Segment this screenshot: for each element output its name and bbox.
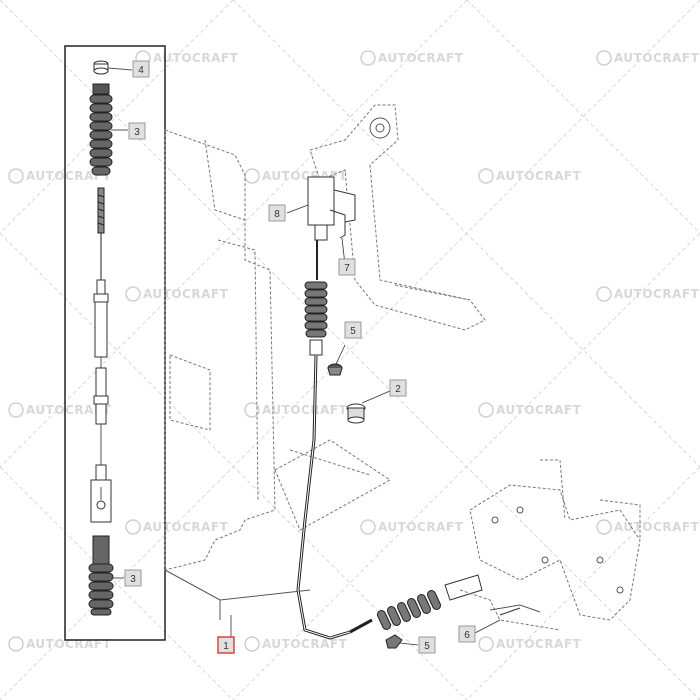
callout-6[interactable]: 6 [458,625,476,643]
watermark-13: AUTOCRAFT [360,519,464,535]
clip-part-upper [327,363,343,376]
svg-text:AUTOCRAFT: AUTOCRAFT [26,637,112,651]
svg-text:AUTOCRAFT: AUTOCRAFT [26,403,112,417]
watermark-17: AUTOCRAFT [478,636,582,652]
svg-text:AUTOCRAFT: AUTOCRAFT [378,520,464,534]
svg-text:AUTOCRAFT: AUTOCRAFT [143,520,229,534]
watermark-7: AUTOCRAFT [125,286,229,302]
plug-part [346,403,366,424]
callout-7[interactable]: 7 [338,258,356,276]
svg-text:2: 2 [395,384,401,395]
svg-text:AUTOCRAFT: AUTOCRAFT [143,287,229,301]
callout-2[interactable]: 2 [389,379,407,397]
svg-text:AUTOCRAFT: AUTOCRAFT [262,403,348,417]
svg-text:4: 4 [138,65,144,76]
callout-3-bottom[interactable]: 3 [124,569,142,587]
clip-part-lower [385,634,403,649]
watermark-14: AUTOCRAFT [596,519,700,535]
svg-text:AUTOCRAFT: AUTOCRAFT [614,51,700,65]
lower-cable-end [376,574,561,631]
callout-5-upper[interactable]: 5 [344,321,362,339]
watermark-15: AUTOCRAFT [8,636,112,652]
svg-text:AUTOCRAFT: AUTOCRAFT [496,637,582,651]
threaded-rod-top [97,187,105,280]
callout-1[interactable]: 1 [217,636,235,654]
svg-text:AUTOCRAFT: AUTOCRAFT [153,51,239,65]
leader-lines [230,204,501,646]
callout-5-lower[interactable]: 5 [418,636,436,654]
svg-text:3: 3 [130,574,136,585]
svg-text:6: 6 [464,630,470,641]
watermarks: AUTOCRAFT AUTOCRAFT AUTOCRAFT AUTOCRAFT … [8,50,700,652]
svg-text:3: 3 [134,127,140,138]
svg-text:AUTOCRAFT: AUTOCRAFT [262,169,348,183]
watermark-3: AUTOCRAFT [596,50,700,66]
chassis-frame [164,129,391,620]
svg-text:1: 1 [223,641,229,652]
svg-text:7: 7 [344,263,350,274]
rear-axle-assembly [469,459,641,621]
svg-text:AUTOCRAFT: AUTOCRAFT [496,403,582,417]
brake-pedal [309,104,486,331]
svg-text:AUTOCRAFT: AUTOCRAFT [496,169,582,183]
watermark-12: AUTOCRAFT [125,519,229,535]
callout-4[interactable]: 4 [132,60,150,78]
nut-part [93,60,109,75]
watermark-6: AUTOCRAFT [478,168,582,184]
svg-text:AUTOCRAFT: AUTOCRAFT [614,287,700,301]
svg-text:5: 5 [350,326,356,337]
watermark-10: AUTOCRAFT [244,402,348,418]
svg-text:AUTOCRAFT: AUTOCRAFT [262,637,348,651]
cable-sleeve-part [93,279,109,481]
watermark-8: AUTOCRAFT [596,286,700,302]
svg-text:8: 8 [274,209,280,220]
watermark-1: AUTOCRAFT [135,50,239,66]
watermark-9: AUTOCRAFT [8,402,112,418]
watermark-16: AUTOCRAFT [244,636,348,652]
exploded-cable-panel [64,45,166,641]
pedal-clevis [307,176,356,241]
svg-text:5: 5 [424,641,430,652]
brake-cable [296,240,373,640]
watermark-4: AUTOCRAFT [8,168,112,184]
callout-3-top[interactable]: 3 [128,122,146,140]
svg-text:AUTOCRAFT: AUTOCRAFT [378,51,464,65]
svg-text:AUTOCRAFT: AUTOCRAFT [26,169,112,183]
clevis-part [90,479,112,523]
upper-boot-part [89,83,113,176]
watermark-2: AUTOCRAFT [360,50,464,66]
callout-8[interactable]: 8 [268,204,286,222]
watermark-11: AUTOCRAFT [478,402,582,418]
lower-boot-part [88,535,114,616]
svg-text:AUTOCRAFT: AUTOCRAFT [614,520,700,534]
